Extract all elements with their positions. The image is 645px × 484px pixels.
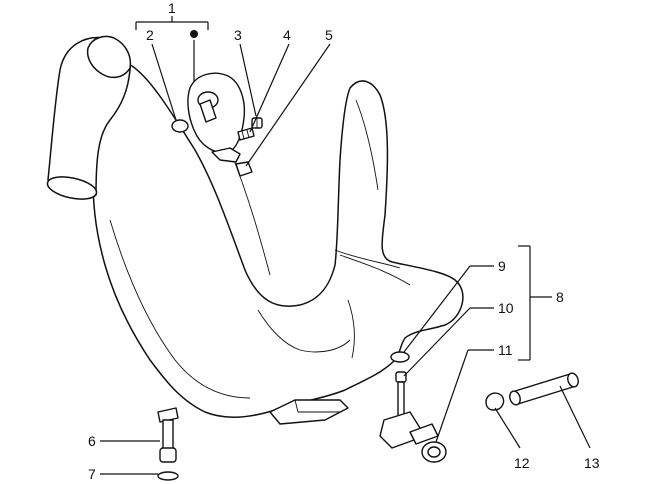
callout-7: 7: [88, 466, 96, 482]
callout-11: 11: [498, 342, 513, 358]
callout-6: 6: [88, 433, 96, 449]
leader-lines: [100, 16, 591, 475]
callout-3: 3: [234, 27, 242, 43]
callout-9: 9: [498, 258, 506, 274]
tap-lever-11: [409, 423, 447, 463]
callout-1: 1: [168, 0, 176, 16]
callout-10: 10: [498, 300, 514, 316]
callout-2: 2: [146, 27, 154, 43]
callout-5: 5: [325, 27, 333, 43]
filler-cap-assembly: [187, 72, 246, 163]
clip-nut-5: [235, 161, 253, 177]
sender-unit-6: [157, 407, 179, 463]
fuel-hose-13: [509, 372, 579, 406]
o-ring-7: [157, 471, 179, 481]
callout-13: 13: [584, 455, 600, 471]
fuel-tank-body: [46, 35, 464, 425]
reference-dot-marker: [190, 30, 198, 38]
callout-8: 8: [556, 289, 564, 305]
callout-12: 12: [514, 455, 530, 471]
hose-clip-12: [485, 392, 505, 411]
washer-9: [390, 351, 410, 363]
callout-4: 4: [283, 27, 291, 43]
o-ring-2: [171, 119, 189, 133]
